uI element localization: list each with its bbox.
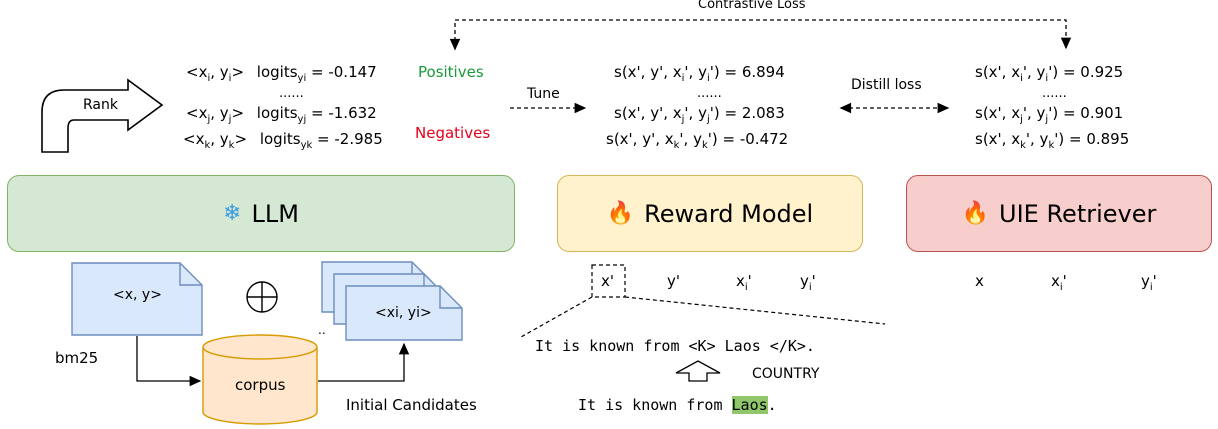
bm25-label: bm25: [55, 349, 99, 367]
reward-ellipsis: ......: [697, 86, 722, 101]
contrastive-loss-arrow: [449, 19, 1072, 51]
logits-row-k: <xk, yk> logitsyk = -2.985: [183, 130, 383, 151]
country-label: COUNTRY: [752, 366, 820, 382]
llm-label: LLM: [251, 199, 299, 228]
reward-input-xi: xi': [736, 272, 752, 293]
up-arrow-icon: [675, 360, 721, 382]
retriever-input-xi: xi': [1051, 272, 1067, 293]
reward-score-j: s(x', y', xj', yj') = 2.083: [614, 104, 785, 125]
distill-loss-label: Distill loss: [851, 77, 922, 93]
reward-input-y: y': [667, 272, 681, 290]
retriever-score-i: s(x', xi', yi') = 0.925: [975, 63, 1124, 84]
fire-icon: 🔥: [606, 201, 635, 226]
retriever-input-yi: yi': [1141, 272, 1157, 293]
reward-input-yi: yi': [800, 272, 816, 293]
reward-score-i: s(x', y', xi', yi') = 6.894: [614, 63, 785, 84]
fire-icon: 🔥: [961, 201, 990, 226]
candidate-documents-shape: [321, 261, 463, 341]
negatives-label: Negatives: [415, 124, 491, 142]
logits-ellipsis: ......: [279, 86, 304, 101]
reward-score-k: s(x', y', xk', yk') = -0.472: [606, 130, 789, 151]
retriever-score-k: s(x', xk', yk') = 0.895: [975, 130, 1130, 151]
bm25-arrow: [136, 336, 202, 387]
retriever-ellipsis: ......: [1042, 86, 1067, 101]
retriever-input-x: x: [975, 272, 984, 290]
llm-box: ❄ LLM: [7, 175, 515, 252]
reward-input-x: x': [601, 272, 615, 290]
corpus-label: corpus: [235, 376, 286, 394]
positives-label: Positives: [418, 63, 484, 81]
query-document-label: <x, y>: [113, 287, 162, 303]
retriever-score-j: s(x', xj', yj') = 0.901: [975, 104, 1124, 125]
logits-row-i: <xi, yi> logitsyi = -0.147: [186, 63, 377, 84]
query-document-shape: [71, 262, 203, 336]
snowflake-icon: ❄: [223, 201, 242, 226]
x-prime-highlight-box: [591, 264, 626, 298]
reward-model-label: Reward Model: [644, 199, 814, 228]
svg-text:..: ..: [318, 323, 326, 337]
rank-label: Rank: [83, 97, 118, 113]
plain-sentence: It is known from Laos.: [578, 396, 777, 414]
uie-retriever-label: UIE Retriever: [999, 199, 1157, 228]
initial-candidates-arrow: [318, 342, 410, 382]
candidate-document-label: <xi, yi>: [375, 305, 432, 321]
initial-candidates-label: Initial Candidates: [346, 396, 477, 414]
tagged-sentence: It is known from <K> Laos </K>.: [535, 337, 815, 355]
rank-arrow-icon: [41, 78, 164, 153]
logits-row-j: <xj, yj> logitsyj = -1.632: [186, 104, 377, 125]
reward-model-box: 🔥 Reward Model: [557, 175, 863, 252]
entity-highlight: Laos: [731, 396, 768, 414]
corpus-cylinder-shape: [202, 334, 318, 425]
uie-retriever-box: 🔥 UIE Retriever: [906, 175, 1212, 252]
contrastive-loss-label: Contrastive Loss: [698, 0, 806, 12]
tune-label: Tune: [527, 86, 560, 102]
